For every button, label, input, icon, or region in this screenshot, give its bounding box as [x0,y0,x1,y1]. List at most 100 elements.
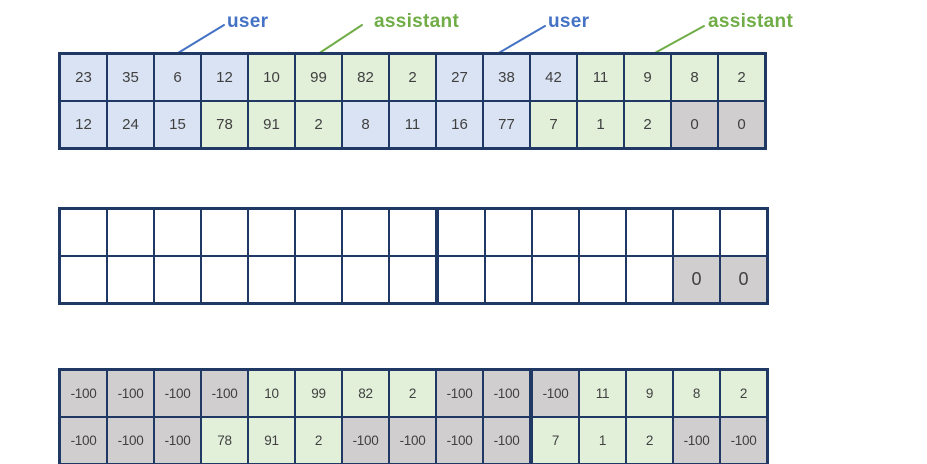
token-cell-empty [247,207,296,257]
token-cell-empty [153,255,202,305]
token-cell-assistant: 7 [529,100,578,150]
token-cell-user: 12 [58,100,108,150]
token-cell-empty [247,255,296,305]
token-cell-empty [531,207,580,257]
token-cell-empty [200,255,249,305]
token-cell-pad: -100 [58,368,108,418]
assistant-annotation-1: assistant [374,11,460,32]
assistant-annotation-2: assistant [708,11,794,32]
token-cell-assistant: 1 [576,100,625,150]
token-cell-assistant: 2 [625,416,674,464]
token-cell-assistant: 2 [294,416,343,464]
token-cell-pad: -100 [530,368,580,418]
token-cell-empty [388,207,439,257]
token-cell-pad: -100 [341,416,390,464]
token-cell-empty [58,207,108,257]
token-cell-assistant: 78 [200,100,249,150]
token-cell-assistant: 2 [388,52,437,102]
token-cell-assistant: 99 [294,368,343,418]
token-cell-empty [672,207,721,257]
token-cell-assistant: 8 [672,368,721,418]
token-cell-pad: -100 [106,416,155,464]
token-cell-empty [578,207,627,257]
token-cell-empty [388,255,439,305]
token-cell-assistant: 11 [578,368,627,418]
token-cell-user: 35 [106,52,155,102]
token-cell-user: 12 [200,52,249,102]
token-cell-pad: -100 [200,368,249,418]
token-cell-assistant: 10 [247,52,296,102]
token-cell-empty [200,207,249,257]
user-annotation-2: user [548,11,590,32]
token-cell-empty [484,255,533,305]
token-cell-empty [625,207,674,257]
token-cell-pad: -100 [153,368,202,418]
token-cell-empty [436,207,486,257]
token-cell-pad: -100 [153,416,202,464]
assistant-leader-line-2 [652,25,705,55]
token-cell-pad: -100 [672,416,721,464]
token-cell-empty [625,255,674,305]
token-cell-empty [106,207,155,257]
token-cell-user: 38 [482,52,531,102]
token-cell-assistant: 8 [670,52,719,102]
token-cell-assistant: 9 [625,368,674,418]
token-cell-user: 11 [388,100,437,150]
token-cell-empty [153,207,202,257]
token-cell-assistant: 7 [530,416,580,464]
token-cell-pad: -100 [482,416,533,464]
token-cell-empty [719,207,769,257]
token-cell-pad: 0 [719,255,769,305]
token-cell-user: 6 [153,52,202,102]
user-leader-line-2 [496,25,546,55]
token-cell-user: 8 [341,100,390,150]
token-cell-user: 42 [529,52,578,102]
assistant-leader-line-1 [317,24,363,55]
token-cell-assistant: 10 [247,368,296,418]
token-cell-assistant: 2 [717,52,767,102]
token-cell-user: 24 [106,100,155,150]
token-cell-empty [294,207,343,257]
token-cell-empty [484,207,533,257]
token-cell-pad: -100 [106,368,155,418]
token-cell-assistant: 11 [576,52,625,102]
token-cell-empty [436,255,486,305]
token-cell-empty [341,255,390,305]
token-row [58,207,769,257]
token-cell-user: 15 [153,100,202,150]
token-cell-empty [106,255,155,305]
token-cell-pad: 0 [672,255,721,305]
token-cell-pad: -100 [482,368,533,418]
token-cell-empty [341,207,390,257]
token-cell-pad: -100 [435,368,484,418]
token-cell-pad: -100 [388,416,437,464]
token-cell-empty [578,255,627,305]
token-cell-assistant: 2 [294,100,343,150]
token-cell-assistant: 78 [200,416,249,464]
token-cell-pad: 0 [670,100,719,150]
token-cell-assistant: 82 [341,368,390,418]
token-cell-empty [58,255,108,305]
token-cell-user: 23 [58,52,108,102]
token-cell-empty [531,255,580,305]
token-cell-assistant: 91 [247,100,296,150]
token-cell-pad: -100 [435,416,484,464]
token-cell-assistant: 91 [247,416,296,464]
token-cell-pad: -100 [58,416,108,464]
token-cell-user: 77 [482,100,531,150]
token-cell-assistant: 82 [341,52,390,102]
token-cell-empty [294,255,343,305]
token-cell-pad: -100 [719,416,769,464]
user-leader-line-1 [177,24,225,54]
user-annotation-1: user [227,11,269,32]
token-cell-assistant: 99 [294,52,343,102]
